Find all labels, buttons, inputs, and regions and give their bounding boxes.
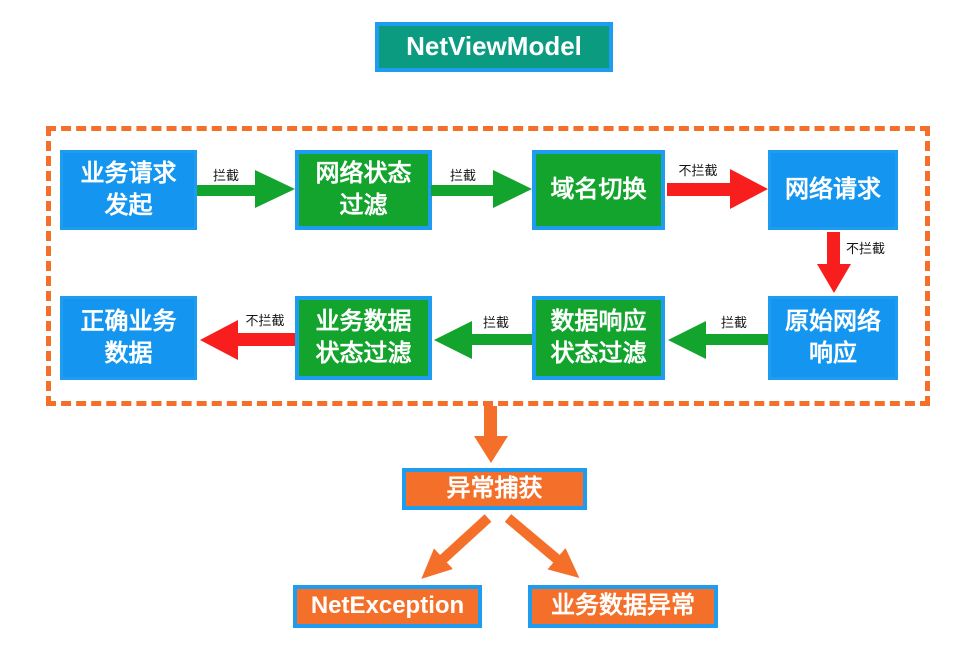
node-domain-switch: 域名切换 — [532, 150, 665, 230]
arrow-bizfilter-to-correct-shaft — [235, 333, 295, 346]
edge-label-intercept-2: 拦截 — [449, 168, 476, 183]
arrow-datafilter-to-bizfilter-shaft — [469, 334, 532, 345]
branch-arrow-left — [421, 514, 492, 579]
arrow-request-to-response-head — [817, 264, 851, 296]
node-correct-business-data: 正确业务 数据 — [60, 296, 197, 380]
node-data-response-filter: 数据响应 状态过滤 — [532, 296, 665, 380]
edge-label-intercept-1: 拦截 — [212, 168, 239, 183]
arrow-to-exception-shaft — [484, 406, 497, 436]
node-business-request: 业务请求 发起 — [60, 150, 197, 230]
node-exception-catch: 异常捕获 — [402, 468, 587, 510]
edge-label-intercept-4: 拦截 — [482, 315, 509, 330]
node-net-exception: NetException — [293, 585, 482, 628]
arrow-bizfilter-to-correct-head — [197, 320, 238, 360]
edge-label-intercept-3: 拦截 — [720, 315, 747, 330]
arrow-request-to-response-shaft — [827, 232, 840, 264]
branch-arrow-right — [504, 514, 580, 579]
arrow-filter-to-domain-head — [493, 170, 535, 208]
pipeline-dashed-container — [46, 126, 930, 406]
arrow-domain-to-request-shaft — [667, 183, 730, 196]
arrow-domain-to-request-head — [730, 169, 771, 209]
title-netviewmodel: NetViewModel — [375, 22, 613, 72]
node-business-data-filter: 业务数据 状态过滤 — [295, 296, 432, 380]
node-raw-network-response: 原始网络 响应 — [768, 296, 898, 380]
arrow-filter-to-domain-shaft — [431, 185, 493, 196]
node-network-request: 网络请求 — [768, 150, 898, 230]
node-network-status-filter: 网络状态 过滤 — [295, 150, 432, 230]
exception-branch-arrows — [421, 514, 580, 579]
arrow-request-to-filter-shaft — [197, 185, 255, 196]
arrow-request-to-filter-head — [255, 170, 298, 208]
arrow-response-to-datafilter-head — [665, 321, 706, 359]
node-business-data-exception: 业务数据异常 — [528, 585, 718, 628]
arrow-datafilter-to-bizfilter-head — [431, 321, 472, 359]
edge-label-no-intercept-2: 不拦截 — [846, 241, 886, 256]
edge-label-no-intercept-1: 不拦截 — [678, 163, 718, 178]
arrow-to-exception-head — [474, 436, 508, 466]
edge-label-no-intercept-3: 不拦截 — [245, 313, 285, 328]
arrow-response-to-datafilter-shaft — [703, 334, 768, 345]
